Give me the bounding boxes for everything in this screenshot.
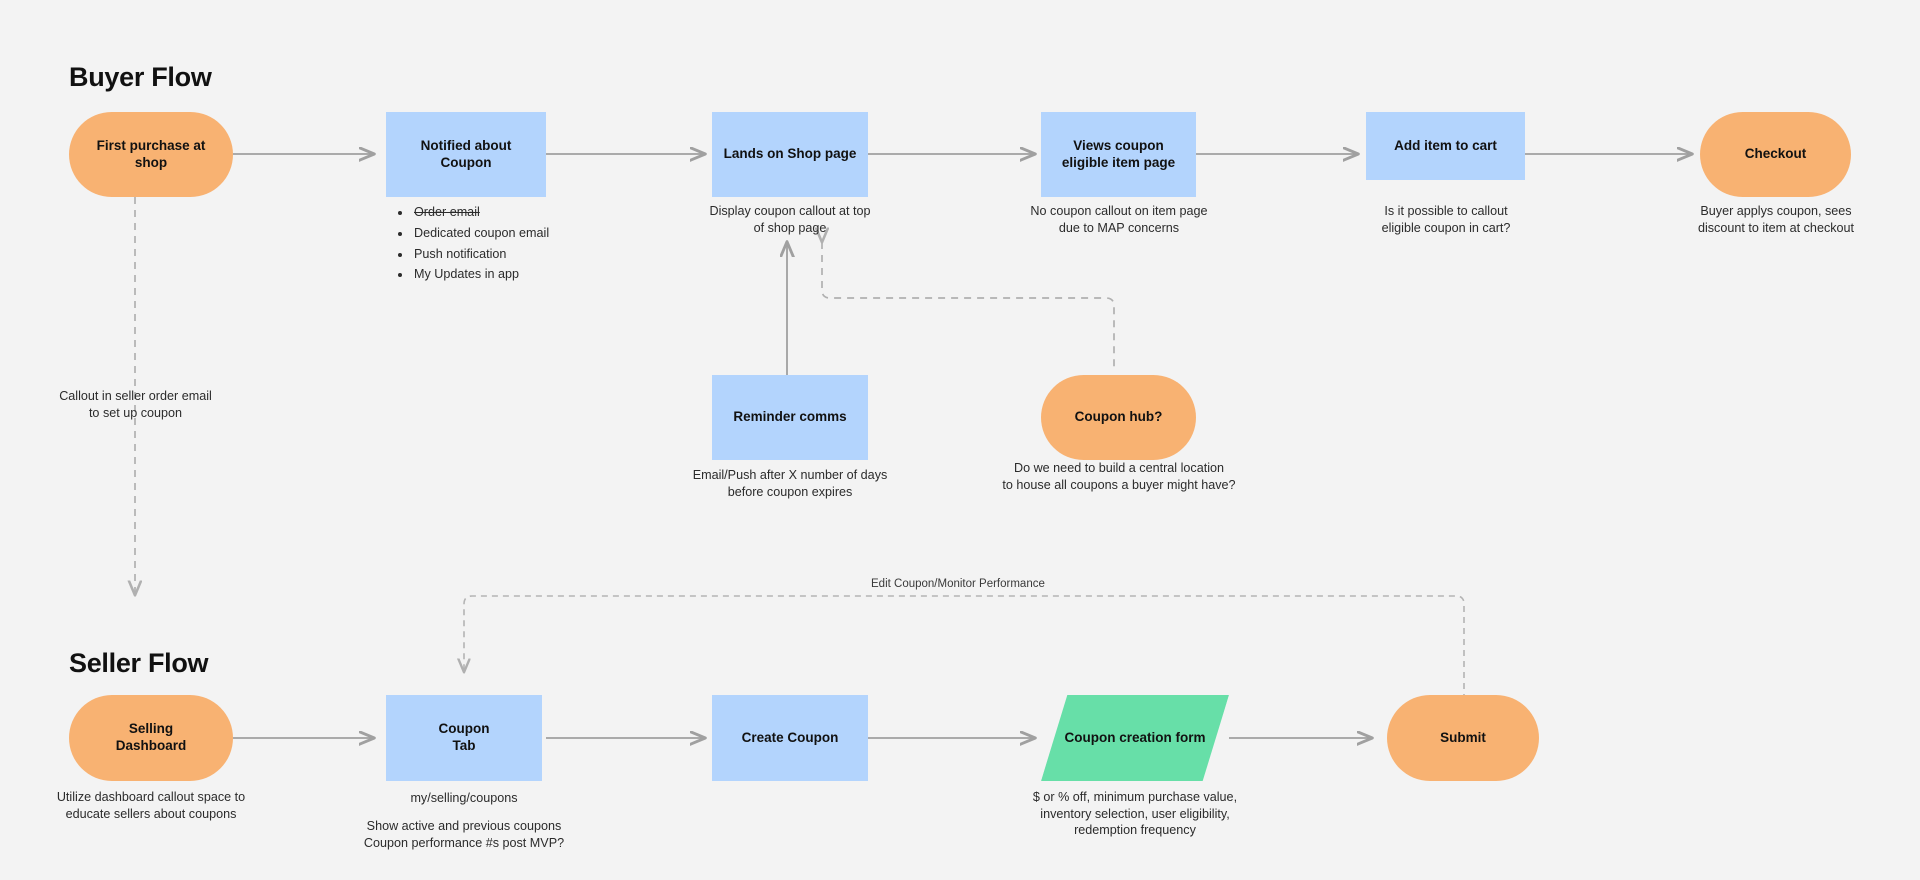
node-submit[interactable]: Submit [1387,695,1539,781]
node-first-purchase-at-shop[interactable]: First purchase at shop [69,112,233,197]
node-reminder-comms[interactable]: Reminder comms [712,375,868,460]
bullet-item: Order email [412,202,632,223]
node-label: Add item to cart [1394,137,1497,153]
node-lands-on-shop-page[interactable]: Lands on Shop page [712,112,868,197]
bullet-item: Push notification [412,244,632,265]
wire-coupon-hub-to-shop-page [822,242,1115,372]
node-coupon-hub[interactable]: Coupon hub? [1041,375,1196,460]
node-checkout[interactable]: Checkout [1700,112,1851,197]
node-label: Coupon creation form [1064,729,1206,745]
buyer-flow-title: Buyer Flow [69,62,212,92]
caption-coupon-tab-url: my/selling/coupons [410,791,518,805]
node-views-coupon-eligible-item-page[interactable]: Views coupon eligible item page [1041,112,1196,197]
bullet-item: Dedicated coupon email [412,223,632,244]
node-label: Coupon hub? [1074,409,1163,425]
caption-coupon-form: $ or % off, minimum purchase value,inven… [1032,790,1238,838]
bullet-item: My Updates in app [412,264,632,285]
feedback-loop-label: Edit Coupon/Monitor Performance [864,578,1052,590]
node-label: Reminder comms [733,409,847,425]
node-label: Submit [1440,729,1486,745]
notified-bullet-list: Order email Dedicated coupon email Push … [398,202,632,285]
node-label: First purchase at shop [96,137,206,170]
node-coupon-creation-form[interactable]: Coupon creation form [1041,695,1229,781]
node-label: Lands on Shop page [723,146,857,162]
node-label: Views coupon eligible item page [1061,137,1176,170]
node-notified-about-coupon[interactable]: Notified about Coupon [386,112,546,197]
seller-feedback-loop [464,595,1465,700]
node-add-item-to-cart[interactable]: Add item to cart [1366,112,1525,180]
wire-submit-to-coupon-tab [464,595,1465,700]
node-create-coupon[interactable]: Create Coupon [712,695,868,781]
seller-flow-title: Seller Flow [69,648,209,678]
parallelogram-shape [1041,695,1229,781]
node-label: Checkout [1744,146,1807,162]
node-label: Notified about Coupon [420,137,512,170]
node-label: Create Coupon [741,729,839,745]
